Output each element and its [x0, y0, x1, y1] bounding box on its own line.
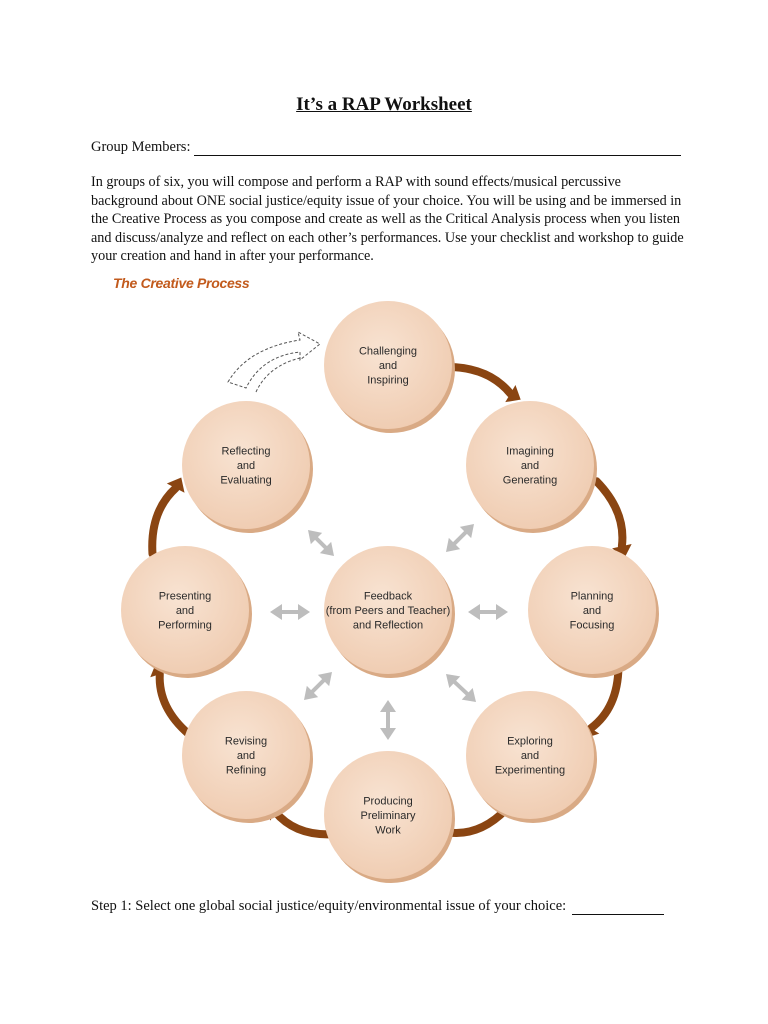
- stage-label-line: and Reflection: [353, 620, 423, 632]
- stage-label-line: Feedback: [364, 591, 413, 603]
- stage-label-line: Focusing: [570, 620, 615, 632]
- flow-arrow: [592, 477, 632, 558]
- stage-label-line: and: [176, 605, 194, 617]
- feedback-double-arrow: [468, 604, 508, 620]
- stage-label-line: and: [583, 605, 601, 617]
- return-arrow: [227, 331, 321, 393]
- group-members-blank[interactable]: [194, 140, 681, 156]
- stage-label-line: Generating: [503, 475, 557, 487]
- stage-label-line: Inspiring: [367, 375, 409, 387]
- feedback-double-arrow: [308, 530, 334, 556]
- stage-label-line: Challenging: [359, 346, 417, 358]
- worksheet-title: It’s a RAP Worksheet: [296, 94, 472, 115]
- stage-feedback: Feedback (from Peers and Teacher) and Refl…: [324, 546, 455, 678]
- feedback-double-arrow: [446, 524, 474, 552]
- stage-label-line: Revising: [225, 736, 267, 748]
- stage-label-line: Producing: [363, 796, 413, 808]
- diagram-title: The Creative Process: [113, 275, 250, 291]
- stage-label-line: and: [237, 750, 255, 762]
- feedback-double-arrow: [380, 700, 396, 740]
- stage-label-line: and: [379, 360, 397, 372]
- stage-label-line: (from Peers and Teacher): [326, 605, 451, 617]
- feedback-double-arrow: [270, 604, 310, 620]
- stage-label-line: and: [521, 750, 539, 762]
- stage-label-line: Presenting: [159, 591, 212, 603]
- stage-label-line: Work: [375, 825, 401, 837]
- stage-label-line: and: [521, 460, 539, 472]
- stage-label-line: Performing: [158, 620, 212, 632]
- stage-label-line: Preliminary: [360, 810, 416, 822]
- step1-blank[interactable]: [572, 899, 665, 915]
- step1-label: Step 1: Select one global social justice…: [91, 898, 567, 914]
- group-members-label: Group Members:: [91, 139, 191, 155]
- circles-layer: ChallengingandInspiringImaginingandGener…: [121, 301, 659, 883]
- feedback-double-arrow: [304, 672, 332, 700]
- feedback-double-arrow: [446, 674, 476, 702]
- flow-arrow: [148, 477, 185, 558]
- group-members-row: Group Members:: [91, 139, 681, 156]
- stage-label-line: and: [237, 460, 255, 472]
- stage-label-line: Exploring: [507, 736, 553, 748]
- flow-arrow: [441, 363, 521, 403]
- step1-row: Step 1: Select one global social justice…: [91, 898, 681, 915]
- stage-label-line: Imagining: [506, 446, 554, 458]
- stage-label-line: Evaluating: [220, 475, 271, 487]
- stage-label-line: Reflecting: [222, 446, 271, 458]
- stage-label-line: Refining: [226, 765, 266, 777]
- intro-paragraph: In groups of six, you will compose and p…: [91, 174, 684, 264]
- stage-label-line: Experimenting: [495, 765, 565, 777]
- stage-label-line: Planning: [571, 591, 614, 603]
